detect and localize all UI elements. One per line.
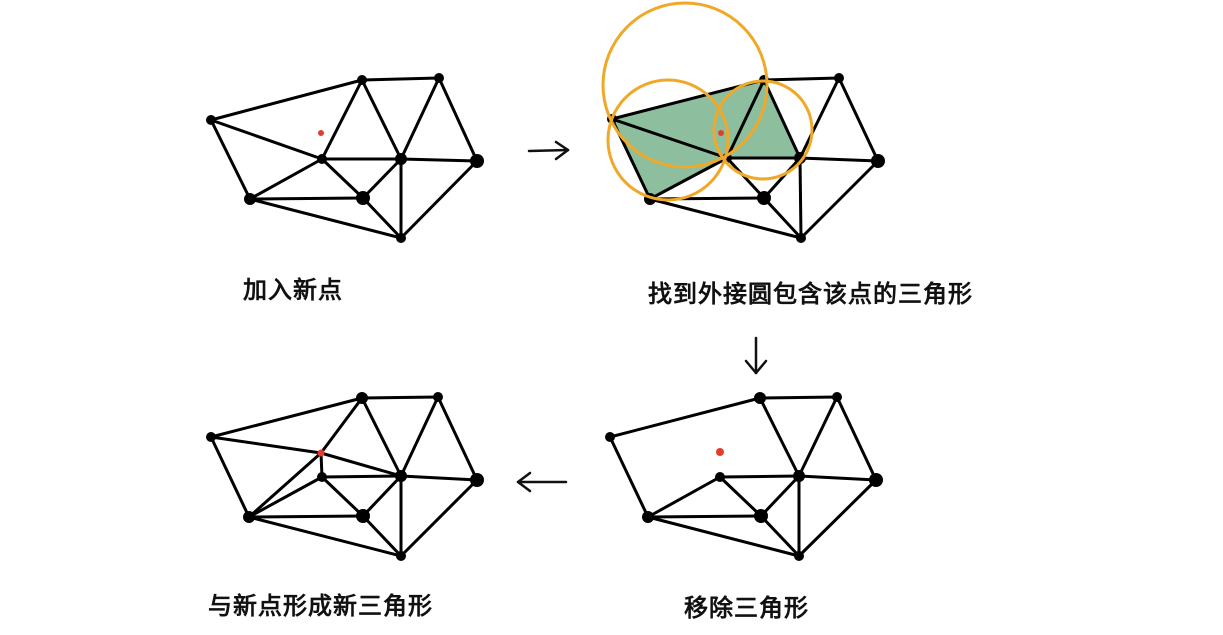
mesh-edge [725, 156, 766, 200]
new-point [317, 449, 325, 457]
affected-triangles-highlight [612, 80, 800, 199]
mesh-edge [725, 78, 766, 160]
mesh-vertex [642, 511, 654, 523]
mesh-edge [759, 514, 801, 558]
mesh-vertex [396, 551, 406, 561]
mesh-vertex [356, 191, 370, 205]
mesh-vertex [206, 115, 216, 125]
mesh-vertex [243, 511, 255, 523]
circumcircle [606, 78, 730, 202]
mesh-edge [762, 196, 803, 240]
mesh-edge [320, 475, 365, 518]
panel-add-point [206, 73, 484, 243]
new-point [318, 130, 324, 136]
mesh-edge [648, 156, 729, 201]
mesh-edge [361, 196, 403, 240]
mesh-vertex [834, 73, 844, 83]
mesh-edge [797, 395, 839, 478]
mesh-vertex [470, 473, 484, 487]
mesh-edge [361, 157, 403, 200]
mesh-vertex [206, 432, 216, 442]
panel-find-circumcircles [601, 1, 885, 243]
mesh-edge [319, 451, 403, 478]
mesh-edge [762, 78, 802, 160]
mesh-edge [758, 396, 801, 478]
arrow-left-icon [516, 471, 568, 493]
mesh-edge [209, 435, 323, 455]
mesh-vertex [832, 392, 842, 402]
mesh-edge [718, 475, 763, 518]
panel-remove-triangles [605, 392, 883, 561]
mesh-vertex [356, 392, 368, 404]
mesh-edge [798, 156, 803, 240]
mesh-edge [646, 514, 763, 519]
mesh-edge [247, 514, 365, 519]
mesh-edge [361, 474, 403, 518]
mesh-edge [361, 514, 403, 558]
new-point [718, 130, 724, 136]
mesh-edge [399, 474, 479, 482]
mesh-vertex [793, 470, 805, 482]
mesh-edge [798, 76, 841, 160]
new-point [716, 448, 724, 456]
step-add-label: 加入新点 [243, 276, 343, 304]
arrow-right-icon [527, 140, 570, 161]
mesh-vertex [433, 392, 443, 402]
mesh-edge [762, 156, 802, 200]
arrow-down-icon [744, 336, 768, 375]
mesh-vertex [470, 154, 484, 168]
circumcircle [712, 79, 814, 181]
mesh-edge [320, 474, 403, 479]
mesh-edge [759, 474, 801, 518]
mesh-vertex [796, 233, 806, 243]
mesh-vertex [395, 153, 407, 165]
mesh-vertex [396, 233, 406, 243]
mesh-edge [319, 396, 364, 455]
mesh-edge [797, 474, 878, 482]
mesh-edge [248, 196, 365, 201]
mesh-edge [360, 396, 403, 478]
mesh-edge [248, 157, 324, 201]
panel-form-new-triangles [206, 392, 484, 561]
circumcircle [601, 1, 769, 169]
mesh-edge [209, 118, 324, 161]
mesh-edge [247, 451, 323, 519]
mesh-vertex [794, 152, 806, 164]
mesh-edge [320, 157, 365, 200]
step-connect-label: 与新点形成新三角形 [208, 592, 433, 620]
mesh-vertex [757, 191, 771, 205]
mesh-vertex [244, 193, 256, 205]
mesh-edge [798, 156, 880, 163]
mesh-edge [247, 475, 324, 519]
mesh-vertex [395, 470, 407, 482]
mesh-edge [399, 157, 479, 163]
mesh-vertex [317, 154, 327, 164]
mesh-vertex [317, 472, 327, 482]
mesh-vertex [754, 392, 766, 404]
mesh-edge [399, 76, 441, 161]
mesh-edge [718, 474, 801, 479]
mesh-edge [646, 475, 722, 519]
mesh-vertex [357, 75, 367, 85]
mesh-vertex [434, 73, 444, 83]
step-find-label: 找到外接圆包含该点的三角形 [648, 280, 973, 308]
mesh-edge [610, 117, 729, 160]
mesh-vertex [715, 472, 725, 482]
mesh-edge [360, 78, 403, 161]
mesh-vertex [754, 509, 768, 523]
mesh-edge [320, 78, 364, 161]
mesh-edge [399, 395, 440, 478]
mesh-vertex [356, 509, 370, 523]
mesh-vertex [794, 551, 804, 561]
mesh-vertex [605, 432, 615, 442]
mesh-vertex [871, 154, 885, 168]
step-remove-label: 移除三角形 [684, 594, 809, 622]
mesh-vertex [869, 473, 883, 487]
